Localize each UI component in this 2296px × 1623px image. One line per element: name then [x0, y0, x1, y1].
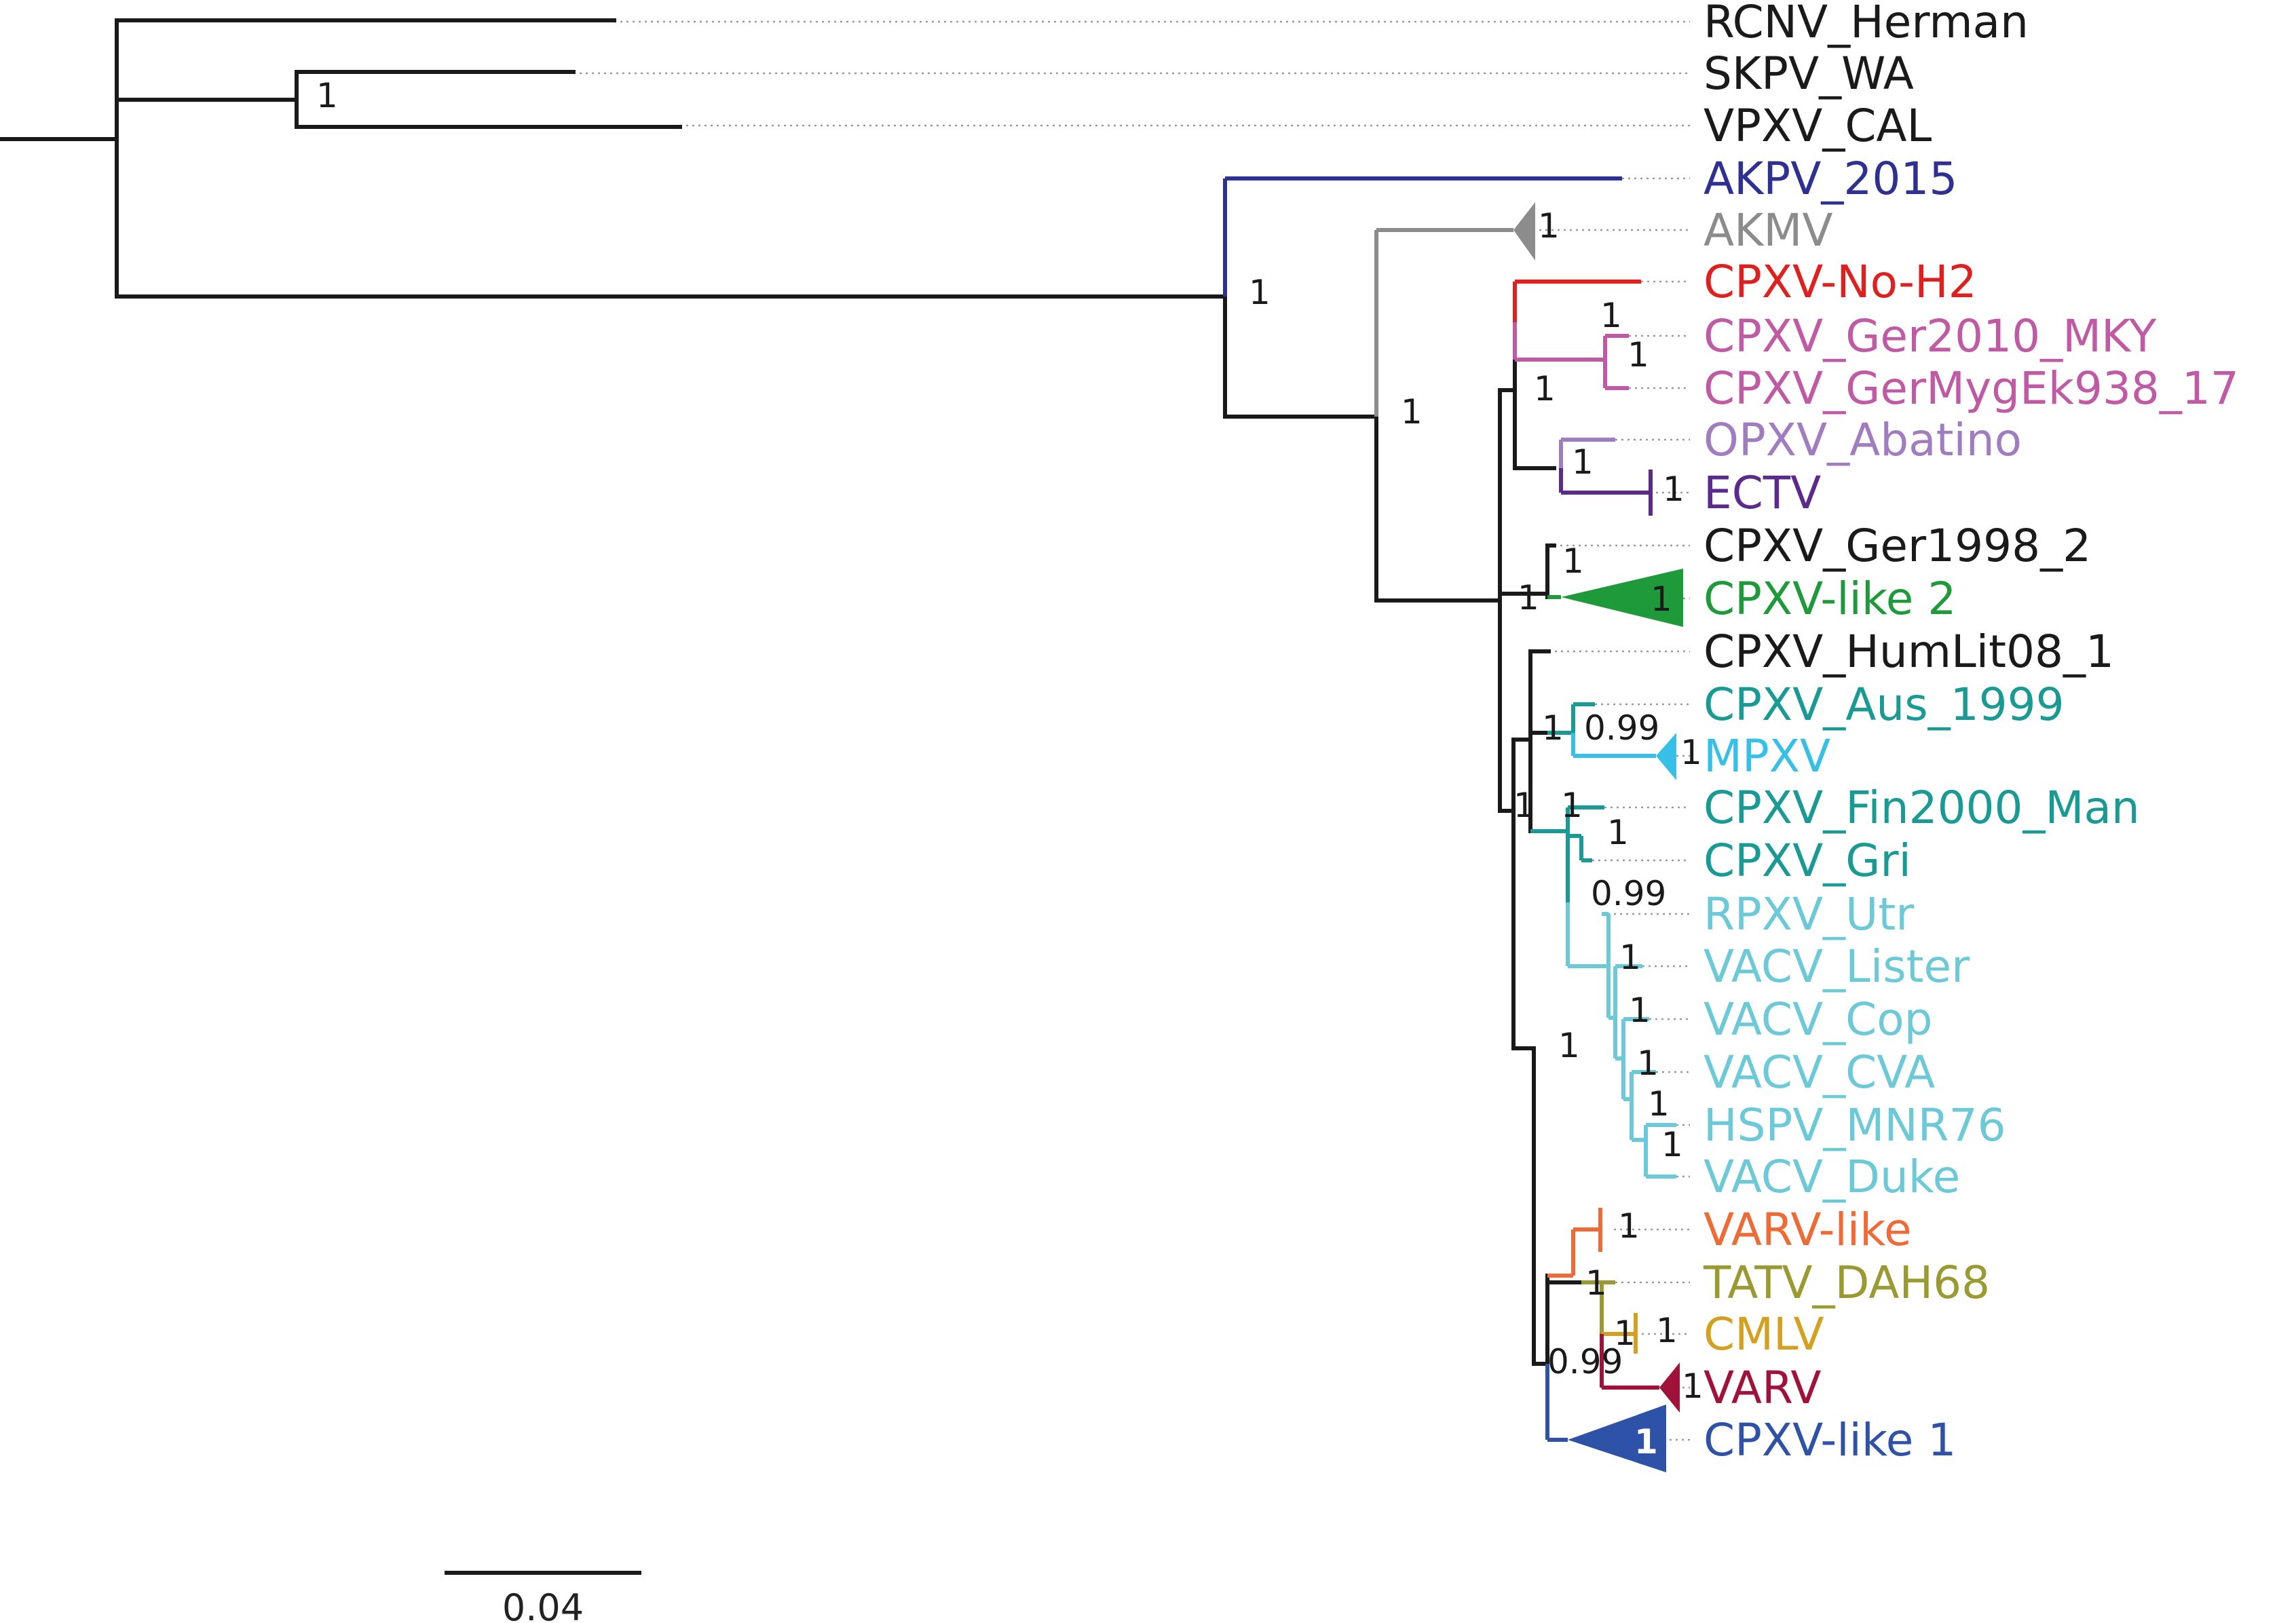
branch-ectv [1559, 468, 1653, 516]
tip-label: HSPV_MNR76 [1704, 1099, 2006, 1151]
branch-varv-like [1547, 1208, 1602, 1278]
branch-vacv [1566, 902, 1676, 1179]
tip-label: CPXV_Aus_1999 [1704, 679, 2065, 731]
tip-label: CPXV_Ger1998_2 [1704, 520, 2091, 572]
support-value: 1 [1542, 708, 1564, 748]
tip-label: CPXV_GerMygEk938_17 [1704, 362, 2239, 415]
branch-akpv [1223, 176, 1622, 297]
support-value: 1 [1562, 541, 1584, 581]
tip-labels: RCNV_Herman SKPV_WA VPXV_CAL AKPV_2015 A… [1703, 0, 2239, 1466]
support-value: 1 [1618, 1206, 1640, 1246]
branches-outgroup [0, 18, 1583, 1366]
tip-label: VACV_Lister [1704, 940, 1970, 993]
scale-bar: 0.04 [445, 1571, 641, 1623]
support-value: 1 [1614, 1314, 1636, 1353]
tip-label: TATV_DAH68 [1703, 1257, 1990, 1309]
tip-label: RPXV_Utr [1704, 888, 1915, 940]
collapsed-clade-akmv [1513, 202, 1535, 261]
tip-label: MPXV [1704, 730, 1830, 782]
scale-bar-label: 0.04 [502, 1586, 584, 1623]
leader-lines [573, 20, 1690, 1441]
tip-label: CPXV_Ger2010_MKY [1704, 310, 2157, 362]
support-value: 1 [1561, 786, 1583, 825]
tip-label: CPXV_Fin2000_Man [1704, 782, 2140, 834]
tip-label: ECTV [1704, 467, 1821, 519]
support-value: 1 [1656, 1311, 1678, 1350]
branch-cpxv-aus [1547, 702, 1595, 735]
tip-label: VACV_Cop [1704, 993, 1933, 1046]
support-value: 0.99 [1547, 1342, 1623, 1381]
support-value: 1 [316, 76, 338, 115]
tip-label: CPXV-like 1 [1704, 1414, 1956, 1466]
collapsed-clade-mpxv [1656, 733, 1676, 780]
support-value: 1 [1558, 1026, 1580, 1065]
tip-label: CMLV [1704, 1308, 1824, 1360]
support-value: 1 [1661, 1125, 1683, 1164]
support-value: 1 [1629, 991, 1651, 1030]
support-value: 1 [1534, 369, 1556, 408]
collapsed-clade-cpxv-like-2 [1561, 569, 1683, 627]
support-value: 1 [1648, 1084, 1670, 1124]
support-value: 1 [1249, 273, 1271, 312]
tip-label: VARV [1704, 1362, 1821, 1414]
branch-cpxv-fin-gri [1530, 805, 1604, 902]
branch-varv [1600, 1334, 1659, 1390]
tip-label: VARV-like [1704, 1204, 1912, 1256]
support-value: 1 [1572, 442, 1594, 482]
branch-cmlv [1602, 1313, 1638, 1354]
branch-akmv [1374, 228, 1513, 417]
support-value: 1 [1585, 1263, 1607, 1303]
tip-label: VACV_CVA [1704, 1046, 1935, 1099]
support-value: 0.99 [1591, 874, 1666, 913]
support-value: 1 [1518, 578, 1539, 617]
tip-label: RCNV_Herman [1704, 0, 2029, 48]
collapsed-clade-varv [1659, 1362, 1680, 1413]
branch-mpxv [1571, 733, 1656, 758]
support-value: 1 [1619, 938, 1641, 977]
branch-cpxv-ger [1513, 322, 1629, 390]
tip-label: VACV_Duke [1704, 1151, 1960, 1203]
branch-cpxv-like-1 [1545, 1364, 1568, 1442]
branch-cpxv-no-h2 [1513, 280, 1641, 322]
support-value: 1 [1538, 206, 1560, 246]
support-value: 1 [1682, 1367, 1704, 1406]
support-value: 1 [1637, 1044, 1659, 1083]
tip-label: CPXV_Gri [1704, 835, 1911, 887]
tip-label: AKPV_2015 [1704, 153, 1957, 205]
support-value: 1 [1513, 786, 1535, 825]
tip-label: OPXV_Abatino [1704, 414, 2022, 466]
tip-label: CPXV-No-H2 [1704, 256, 1977, 308]
tip-label: SKPV_WA [1704, 47, 1914, 100]
tip-label: CPXV-like 2 [1704, 573, 1956, 625]
support-value: 0.99 [1584, 708, 1659, 748]
tip-label: CPXV_HumLit08_1 [1704, 626, 2114, 678]
support-value: 1 [1607, 813, 1629, 852]
support-value: 1 [1627, 335, 1649, 375]
support-values: 1 1 1 1 1 1 1 1 1 1 1 1 1 0.99 1 1 1 1 0… [316, 76, 1704, 1462]
collapsed-clade-cpxv-like-1 [1568, 1405, 1666, 1472]
tip-label: VPXV_CAL [1704, 100, 1932, 152]
tip-label: AKMV [1704, 204, 1833, 256]
support-value: 1 [1663, 470, 1685, 509]
support-value: 1 [1634, 1422, 1658, 1462]
support-value: 1 [1600, 296, 1622, 335]
support-value: 1 [1680, 733, 1702, 772]
support-value: 1 [1651, 579, 1672, 619]
support-value: 1 [1401, 392, 1423, 432]
branch-tatv [1581, 1280, 1615, 1334]
branch-opxv [1559, 438, 1615, 468]
